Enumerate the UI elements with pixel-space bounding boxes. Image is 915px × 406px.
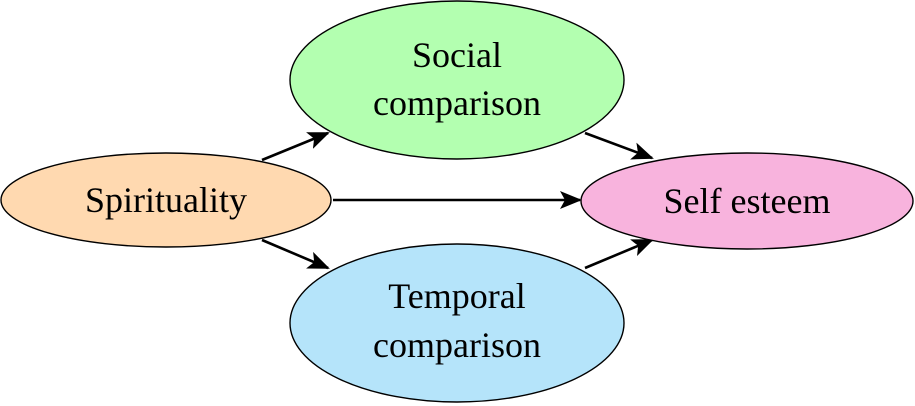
node-label-line-2: comparison: [373, 83, 541, 123]
node-label-line-1: Temporal: [388, 276, 525, 316]
node-label-line-2: comparison: [373, 325, 541, 365]
node-temporal-comparison: Temporal comparison: [289, 243, 625, 403]
node-label: Self esteem: [664, 181, 831, 221]
node-social-comparison: Social comparison: [289, 0, 625, 160]
edge-spirituality-to-social: [261, 131, 330, 162]
node-label: Spirituality: [85, 180, 247, 220]
node-label-line-1: Social: [412, 35, 502, 75]
edge-temporal-to-self-esteem: [584, 238, 654, 270]
edge-spirituality-to-temporal: [261, 238, 330, 270]
edge-social-to-self-esteem: [584, 131, 654, 160]
node-spirituality: Spirituality: [0, 152, 332, 248]
node-self-esteem: Self esteem: [580, 152, 914, 250]
